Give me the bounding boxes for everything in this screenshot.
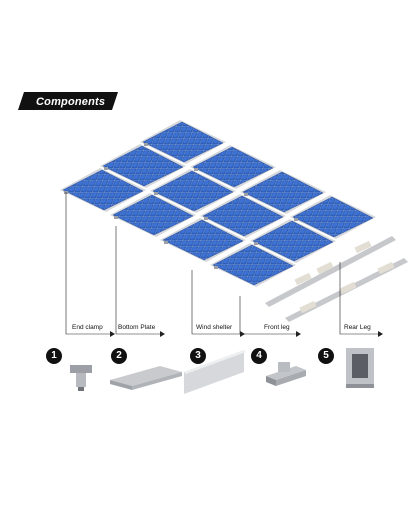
solar-panel	[202, 195, 284, 237]
solar-panel	[152, 170, 234, 212]
panel-clamp	[244, 193, 248, 196]
solar-panel	[252, 220, 334, 262]
panel-clamp	[204, 217, 208, 220]
rear-leg-drawing	[346, 348, 374, 388]
solar-panel	[62, 169, 144, 211]
badge-4: 4	[251, 348, 267, 364]
badge-2: 2	[111, 348, 127, 364]
front-leg-drawing	[266, 362, 306, 386]
panel-clamp	[254, 242, 258, 245]
label-bottom-plate: Bottom Plate	[118, 324, 156, 331]
solar-panel	[112, 194, 194, 236]
leader-lines	[65, 192, 378, 335]
badge-3: 3	[190, 348, 206, 364]
panel-clamp	[214, 266, 218, 269]
components-banner: Components	[18, 92, 118, 115]
panel-clamp	[104, 167, 108, 170]
solar-panel	[192, 146, 274, 188]
solar-panel	[102, 145, 184, 187]
label-end-clamp: End clamp	[72, 324, 103, 331]
label-rear-leg: Rear Leg	[344, 324, 371, 331]
bottom-plate-drawing	[110, 366, 182, 390]
wind-shelter-drawing	[184, 350, 246, 394]
ground-rails	[265, 236, 408, 322]
solar-panel	[292, 196, 374, 238]
panel-clamp	[164, 241, 168, 244]
solar-panel	[162, 219, 244, 261]
badge-1: 1	[46, 348, 62, 364]
panel-clamp	[194, 168, 198, 171]
label-front-leg: Front leg	[264, 324, 290, 331]
label-wind-shelter: Wind shelter	[196, 324, 233, 331]
end-clamp-drawing	[70, 365, 92, 391]
badge-5: 5	[318, 348, 334, 364]
solar-panel	[242, 171, 324, 213]
banner-shape	[18, 92, 118, 110]
solar-panel	[212, 244, 294, 286]
banner-title: Components	[36, 96, 106, 108]
solar-panel	[142, 121, 224, 163]
panel-clamp	[114, 216, 118, 219]
panel-clamp	[144, 143, 148, 146]
panel-clamp	[294, 218, 298, 221]
panel-clamp	[154, 192, 158, 195]
leader-arrowheads	[110, 331, 383, 337]
solar-panel-array	[60, 120, 376, 287]
